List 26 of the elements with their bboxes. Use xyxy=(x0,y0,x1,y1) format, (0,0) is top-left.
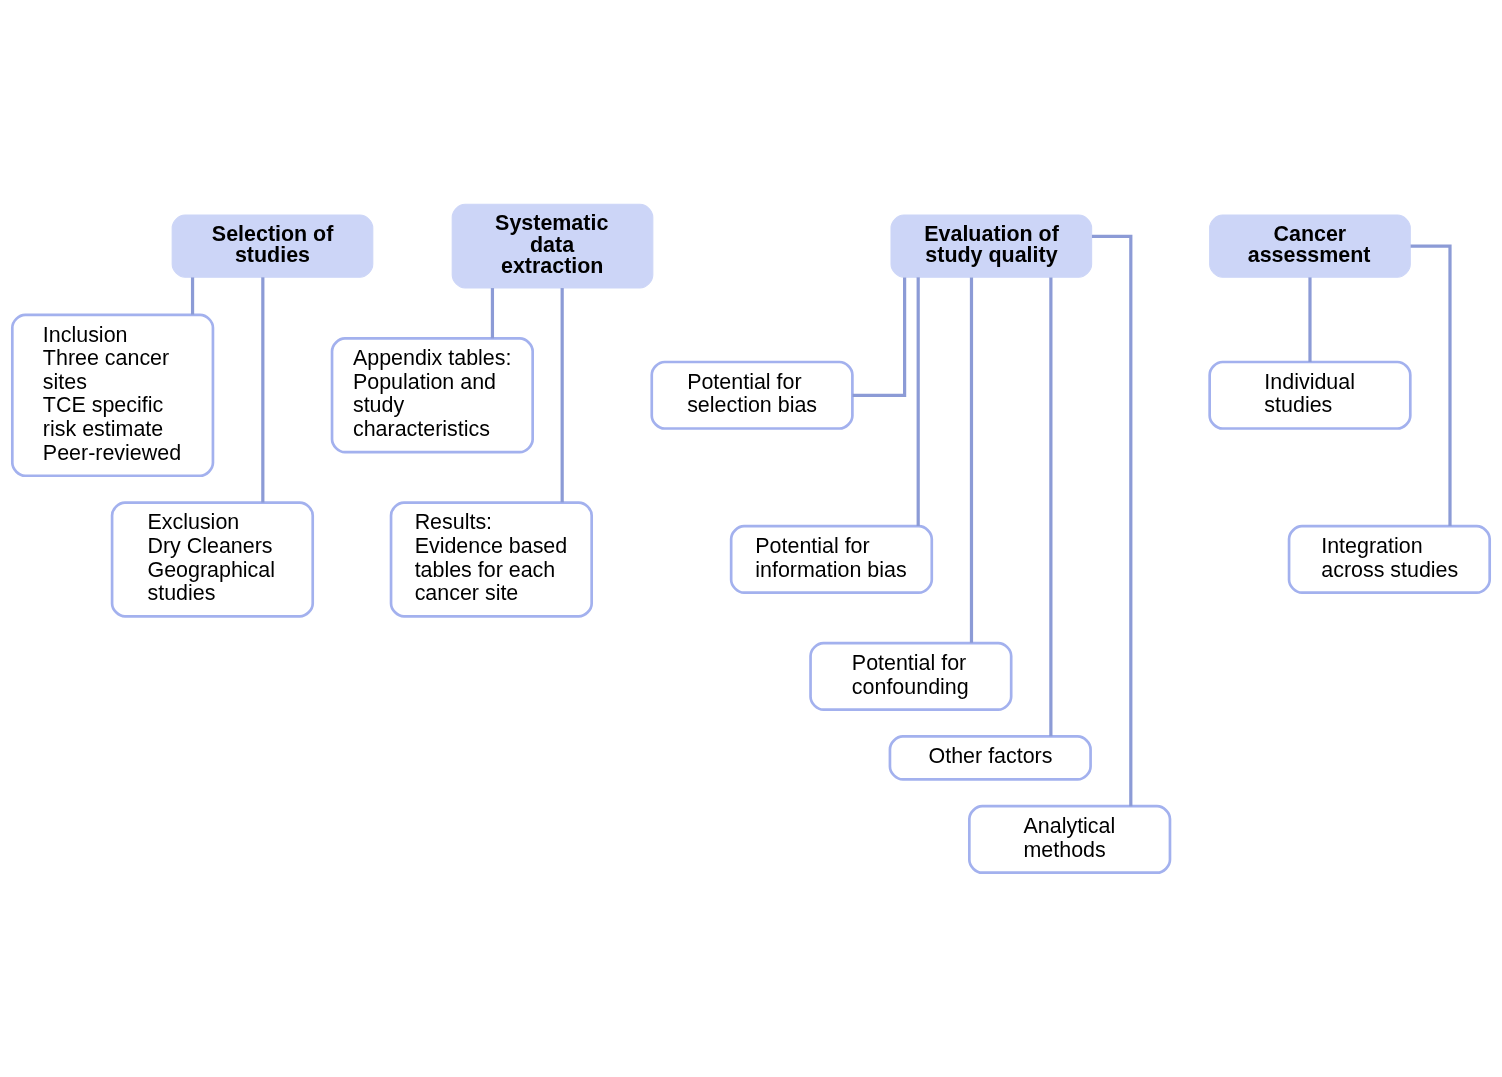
connector xyxy=(1091,234,1133,807)
connector xyxy=(1308,277,1312,362)
node-box: Results: Evidence based tables for each cancer site xyxy=(389,501,593,618)
node-box: Appendix tables: Population and study characteristics xyxy=(330,337,534,454)
node-box: Selection of studies xyxy=(171,214,374,278)
node-box: Potential for selection bias xyxy=(650,360,854,430)
node-box: Analytical methods xyxy=(968,804,1172,875)
connector xyxy=(969,277,974,643)
node-box: Exclusion Dry Cleaners Geographical studies xyxy=(110,501,315,618)
node-box: Integration across studies xyxy=(1287,524,1492,594)
node-box: Potential for confounding xyxy=(809,641,1013,711)
connector xyxy=(490,288,495,339)
node-box: Individual studies xyxy=(1208,360,1412,430)
connector xyxy=(852,277,907,397)
node-box: Systematic data extraction xyxy=(451,203,654,289)
connector xyxy=(560,288,564,503)
connector xyxy=(1049,277,1053,737)
connector xyxy=(916,277,920,526)
connector xyxy=(1410,244,1452,526)
connector xyxy=(190,277,195,315)
node-box: Evaluation of study quality xyxy=(890,214,1093,278)
connector xyxy=(261,277,265,503)
node-box: Inclusion Three cancer sites TCE specific risk estimate Peer-reviewed xyxy=(10,313,215,478)
node-box: Cancer assessment xyxy=(1209,214,1411,278)
node-box: Potential for information bias xyxy=(729,524,934,594)
node-box: Other factors xyxy=(888,735,1092,781)
